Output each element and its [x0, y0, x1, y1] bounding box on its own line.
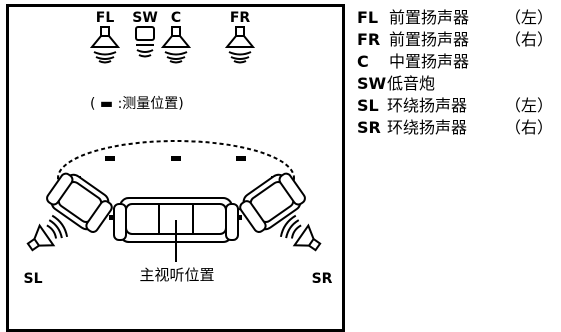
- legend-side: （左）: [505, 96, 554, 115]
- subwoofer-speaker-icon: [135, 26, 155, 58]
- legend-side: （右）: [505, 30, 554, 49]
- legend-row-c: C 中置扬声器: [357, 52, 469, 72]
- legend-code: SW: [357, 74, 387, 93]
- legend-desc: 低音炮: [387, 74, 436, 93]
- speaker-label-c: C: [171, 10, 181, 26]
- surround-left-speaker-icon: [26, 214, 69, 252]
- legend-side: （右）: [505, 118, 554, 137]
- listening-position-label: 主视听位置: [139, 266, 214, 284]
- legend-side: （左）: [505, 8, 554, 27]
- legend-code: FR: [357, 30, 381, 49]
- center-speaker-icon: [160, 26, 192, 64]
- measurement-mark: [105, 156, 115, 161]
- speaker-label-sw: SW: [132, 10, 158, 26]
- measurement-area-ellipse: [57, 140, 295, 216]
- speaker-label-sl: SL: [23, 271, 42, 287]
- measurement-position-note: ( ▬ :测量位置): [90, 96, 184, 112]
- room-outline: [6, 4, 345, 332]
- legend-code: FL: [357, 8, 379, 27]
- legend-row-fr: FR 前置扬声器 （右）: [357, 30, 553, 50]
- legend-row-sr: SR 环绕扬声器 （右）: [357, 118, 553, 138]
- speaker-label-fl: FL: [96, 10, 115, 26]
- speaker-label-sr: SR: [312, 271, 333, 287]
- left-armchair: [46, 172, 113, 233]
- legend-desc: 前置扬声器: [389, 8, 470, 27]
- legend-row-sl: SL 环绕扬声器 （左）: [357, 96, 553, 116]
- legend-desc: 前置扬声器: [389, 30, 470, 49]
- front-right-speaker-icon: [224, 26, 256, 64]
- measurement-mark: [171, 156, 181, 161]
- legend-desc: 环绕扬声器: [387, 118, 468, 137]
- speaker-label-fr: FR: [230, 10, 251, 26]
- legend-code: SL: [357, 96, 379, 115]
- legend-desc: 环绕扬声器: [387, 96, 468, 115]
- legend-row-fl: FL 前置扬声器 （左）: [357, 8, 553, 28]
- surround-right-speaker-icon: [279, 214, 322, 252]
- measurement-mark: [236, 156, 246, 161]
- legend-code: SR: [357, 118, 381, 137]
- front-left-speaker-icon: [89, 26, 121, 64]
- right-armchair: [239, 172, 306, 233]
- legend-desc: 中置扬声器: [389, 52, 470, 71]
- legend-row-sw: SW 低音炮: [357, 74, 435, 94]
- legend-code: C: [357, 52, 369, 71]
